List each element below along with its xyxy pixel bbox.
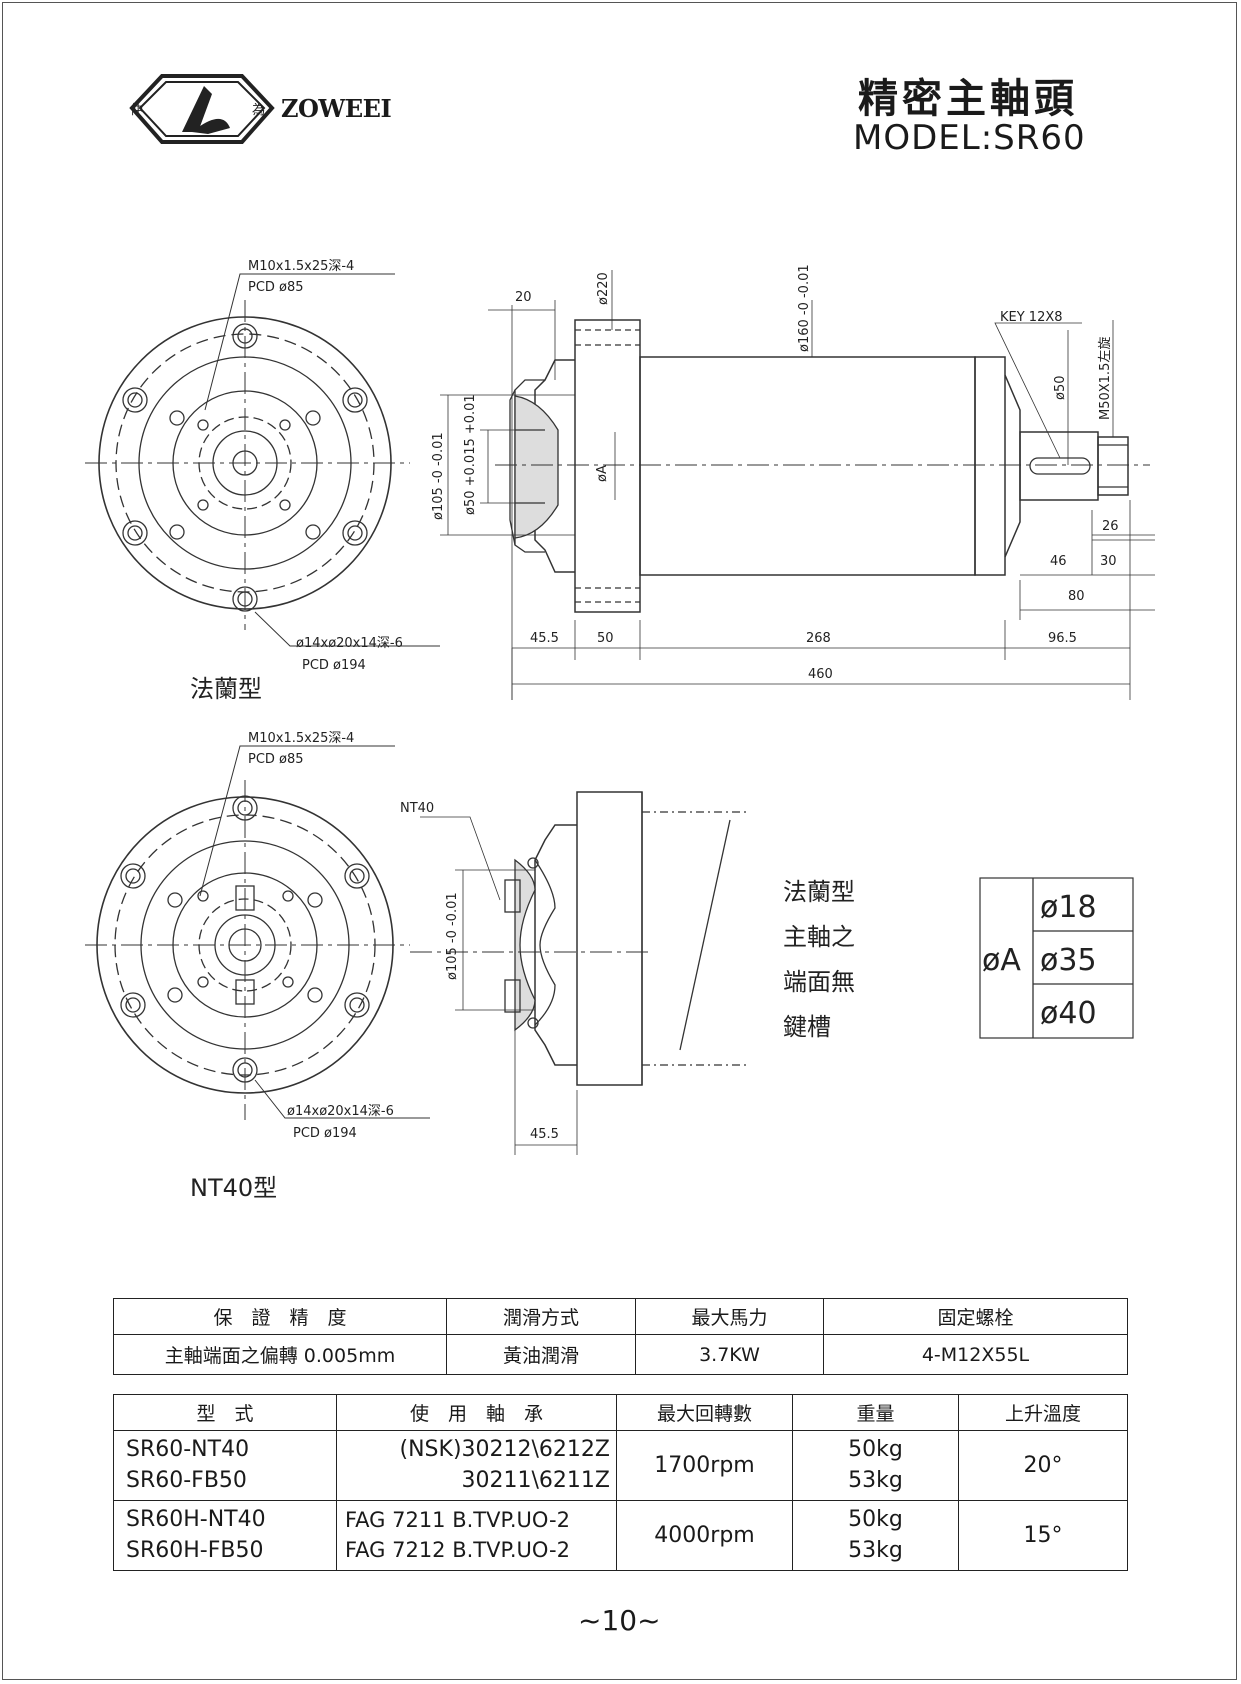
phi-a-label: øA [982,943,1021,978]
t1-cell-lubrication: 黃油潤滑 [446,1334,636,1375]
pcd-note-2-bottom: PCD ø194 [293,1126,357,1141]
dim-a: øA [595,465,610,482]
pcd-note-bottom: PCD ø85 [248,752,304,767]
dim-268: 268 [806,631,831,646]
dim-shaft50: ø50 [1053,376,1068,401]
bearing-cell: FAG 7211 B.TVP.UO-2 [345,1508,570,1533]
phi-a-value-1: ø18 [1040,890,1097,925]
dim-45-5-bottom: 45.5 [530,1127,559,1142]
thread-note: M10x1.5x25深-4 [248,259,354,274]
pcd-note-2: PCD ø194 [302,658,366,673]
pcd-note: PCD ø85 [248,280,304,295]
logo-text: ZOWEEI [281,94,392,123]
flange-type-label: 法蘭型 [190,675,262,703]
model-cell: SR60-FB50 [126,1467,247,1493]
dim-46: 46 [1050,554,1067,569]
logo-right-char: 為 [252,102,265,118]
table-row: SR60-NT40 SR60-FB50 (NSK)30212\6212Z 302… [113,1430,1128,1501]
logo-left-char: 仲 [130,103,143,118]
note-line-1: 法蘭型 [783,878,855,906]
hole-note: ø14xø20x14深-6 [296,636,403,651]
page-title: 精密主軸頭 [858,76,1078,122]
t2-header-weight: 重量 [792,1394,959,1431]
thread-left: M50X1.5左旋 [1098,337,1113,420]
phi-a-value-3: ø40 [1040,996,1097,1031]
t2-header-bearing: 使 用 軸 承 [336,1394,617,1431]
model-cell: SR60H-NT40 [126,1506,266,1532]
spec-table-1: 保 證 精 度 潤滑方式 最大馬力 固定螺栓 主軸端面之偏轉 0.005mm 黃… [113,1298,1128,1375]
t1-cell-bolt: 4-M12X55L [823,1334,1128,1375]
temp-cell: 20° [958,1430,1128,1501]
t1-cell-power: 3.7KW [635,1334,824,1375]
t1-header-accuracy: 保 證 精 度 [113,1298,447,1335]
dim-26: 26 [1102,519,1119,534]
key-note: KEY 12X8 [1000,310,1063,325]
dim-96-5: 96.5 [1048,631,1077,646]
dim-20: 20 [515,290,532,305]
bearing-cell: 30211\6211Z [461,1467,610,1493]
weight-cell: 53kg [848,1537,903,1563]
weight-cell: 50kg [848,1436,903,1462]
t2-header-model: 型 式 [113,1394,337,1431]
dim-50b: 50 [597,631,614,646]
model-cell: SR60H-FB50 [126,1537,264,1563]
nt40-type-label: NT40型 [190,1174,277,1202]
bearing-cell: FAG 7212 B.TVP.UO-2 [345,1537,570,1562]
table-row: SR60H-NT40 SR60H-FB50 FAG 7211 B.TVP.UO-… [113,1500,1128,1571]
dim-220: ø220 [596,272,611,305]
dim-30: 30 [1100,554,1117,569]
t2-header-temp: 上升溫度 [958,1394,1128,1431]
t1-header-lubrication: 潤滑方式 [446,1298,636,1335]
thread-note-bottom: M10x1.5x25深-4 [248,731,354,746]
weight-cell: 50kg [848,1506,903,1532]
rpm-cell: 1700rpm [616,1430,793,1501]
nt40-label: NT40 [400,801,434,816]
zoweei-logo: 仲 為 [129,74,275,144]
page-number: ~10~ [578,1604,661,1637]
dim-105-bottom: ø105 -0 -0.01 [445,892,460,980]
weight-cell: 53kg [848,1467,903,1493]
t1-header-bolt: 固定螺栓 [823,1298,1128,1335]
t2-header-rpm: 最大回轉數 [616,1394,793,1431]
dim-160: ø160 -0 -0.01 [797,264,812,352]
bearing-cell: (NSK)30212\6212Z [399,1436,610,1462]
rpm-cell: 4000rpm [616,1500,793,1571]
model-cell: SR60-NT40 [126,1436,250,1462]
note-line-2: 主軸之 [783,923,855,951]
dim-45-5: 45.5 [530,631,559,646]
temp-cell: 15° [958,1500,1128,1571]
flange-type-drawing: M10x1.5x25深-4 PCD ø85 ø14xø20x14深-6 PCD … [85,259,1155,703]
dim-105: ø105 -0 -0.01 [431,432,446,520]
spec-table-2: 型 式 使 用 軸 承 最大回轉數 重量 上升溫度 SR60-NT40 SR60… [113,1394,1128,1571]
note-line-4: 鍵槽 [783,1013,831,1041]
phi-a-value-2: ø35 [1040,943,1097,978]
t1-header-power: 最大馬力 [635,1298,824,1335]
hole-note-bottom: ø14xø20x14深-6 [287,1104,394,1119]
dim-460: 460 [808,667,833,682]
model-name: MODEL:SR60 [853,118,1086,158]
nt40-type-drawing: M10x1.5x25深-4 PCD ø85 NT40 ø105 -0 -0.01… [85,731,1134,1202]
t1-cell-accuracy: 主軸端面之偏轉 0.005mm [113,1334,447,1375]
dim-50: ø50 +0.015 +0.01 [463,394,478,515]
note-line-3: 端面無 [783,968,855,996]
dim-80: 80 [1068,589,1085,604]
